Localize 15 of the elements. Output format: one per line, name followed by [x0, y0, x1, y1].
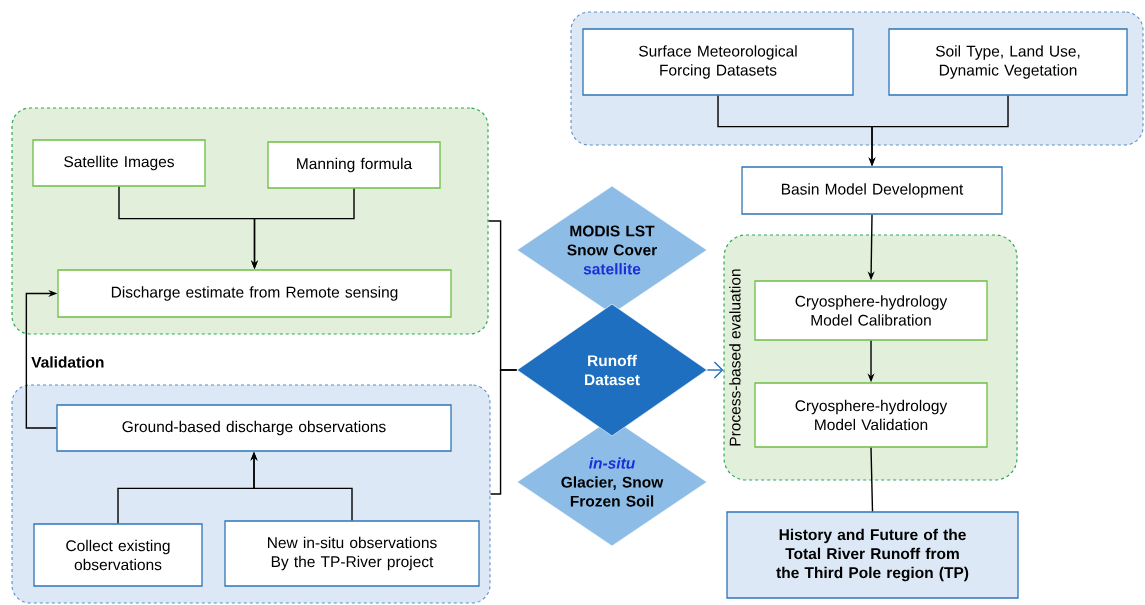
process-box: Collect existing observations: [33, 523, 203, 587]
process-box: Satellite Images: [32, 139, 206, 187]
process-box: Surface Meteorological Forcing Datasets: [582, 28, 854, 96]
process-box: Manning formula: [267, 141, 441, 189]
result-box: History and Future of the Total River Runoff from the Third Pole region (TP): [726, 511, 1019, 599]
process-box: Basin Model Development: [741, 166, 1003, 215]
edge-label: Validation: [30, 355, 106, 369]
process-box: Discharge estimate from Remote sensing: [57, 269, 452, 318]
process-box: New in-situ observations By the TP-River project: [224, 520, 480, 587]
process-box: Cryosphere-hydrology Model Calibration: [754, 280, 988, 341]
process-box: Ground-based discharge observations: [56, 404, 452, 452]
arrow: [25, 289, 58, 429]
process-box: Soil Type, Land Use, Dynamic Vegetation: [888, 28, 1128, 96]
process-box: Cryosphere-hydrology Model Validation: [754, 382, 988, 448]
panel-title: Process-based evaluation: [729, 269, 741, 446]
